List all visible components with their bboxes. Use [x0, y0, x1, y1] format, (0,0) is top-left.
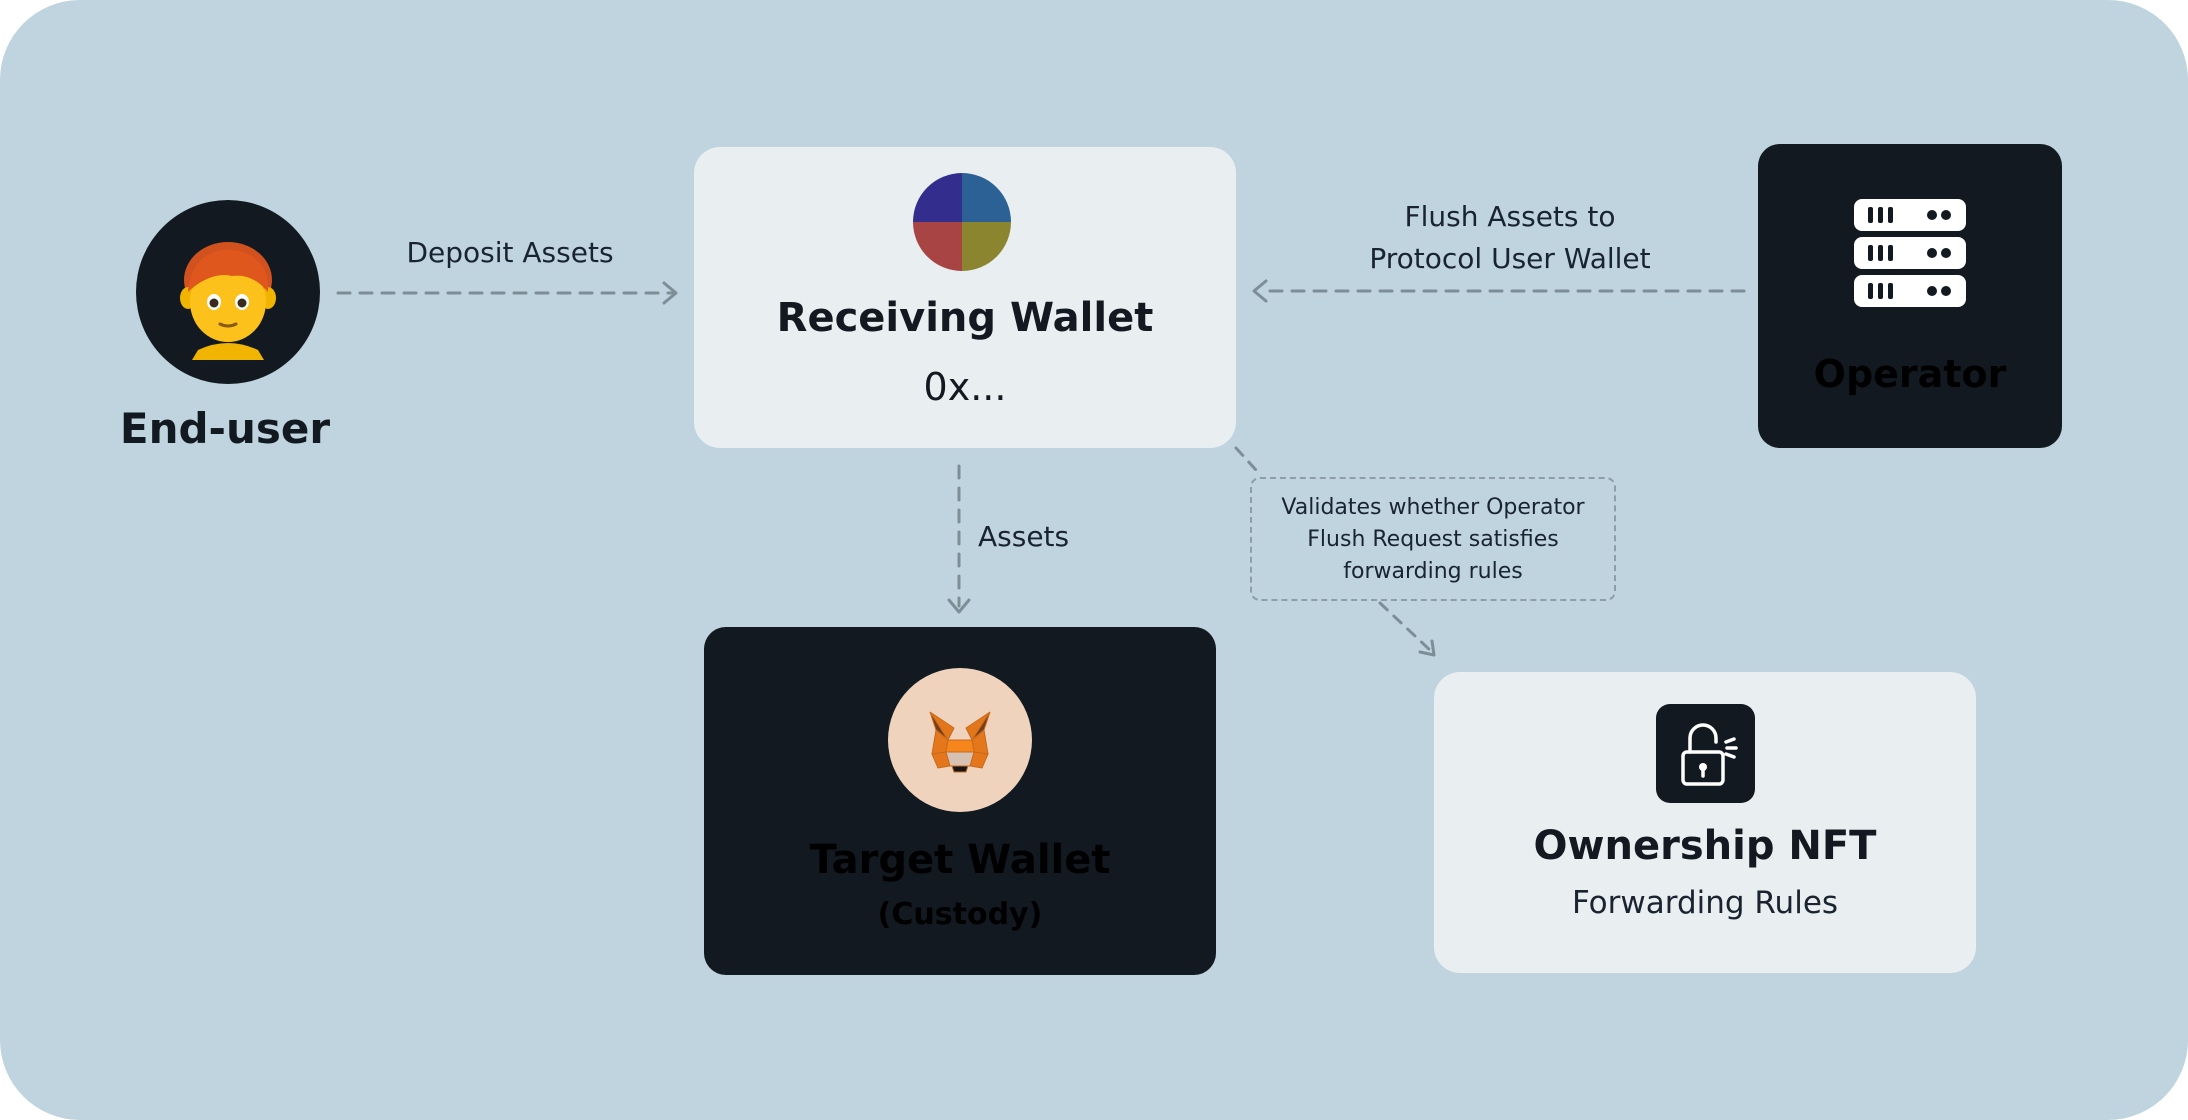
note-line-3: forwarding rules	[1343, 559, 1523, 584]
end-user-label: End-user	[119, 404, 331, 453]
target-wallet-subtitle: (Custody)	[877, 897, 1043, 932]
operator-label: Operator	[1813, 352, 2007, 396]
end-user-avatar	[136, 200, 320, 384]
flush-label-line-2: Protocol User Wallet	[1369, 242, 1651, 275]
receiving-to-note-edge	[1234, 446, 1258, 472]
assets-label: Assets	[978, 520, 1070, 553]
note-line-2: Flush Request satisfies	[1307, 527, 1559, 552]
note-line-1: Validates whether Operator	[1281, 495, 1585, 520]
flush-label-line-1: Flush Assets to	[1404, 200, 1616, 233]
validation-note-text: Validates whether Operator Flush Request…	[1250, 492, 1616, 588]
server-rack-icon	[1854, 199, 1966, 307]
note-to-nft-arrowhead	[1418, 639, 1436, 657]
person-emoji-icon	[180, 242, 276, 360]
flush-arrowhead	[1252, 279, 1268, 303]
fox-wallet-icon	[929, 711, 991, 773]
flush-assets-label: Flush Assets to Protocol User Wallet	[1320, 196, 1700, 280]
receiving-wallet-title: Receiving Wallet	[776, 295, 1154, 341]
padlock-open-icon	[1681, 723, 1738, 786]
validation-note-box	[1250, 477, 1616, 601]
ownership-nft-icon-box	[1656, 704, 1755, 803]
deposit-assets-label: Deposit Assets	[406, 236, 614, 269]
target-wallet-title: Target Wallet	[809, 837, 1111, 883]
assets-arrowhead	[947, 598, 971, 614]
deposit-arrowhead	[662, 281, 678, 305]
target-wallet-avatar	[888, 668, 1032, 812]
receiving-wallet-address: 0x...	[923, 365, 1007, 409]
ownership-nft-title: Ownership NFT	[1533, 823, 1877, 869]
ownership-nft-subtitle: Forwarding Rules	[1571, 885, 1839, 921]
wallet-pie-avatar-icon	[913, 173, 1011, 271]
note-to-nft-edge	[1378, 601, 1434, 654]
